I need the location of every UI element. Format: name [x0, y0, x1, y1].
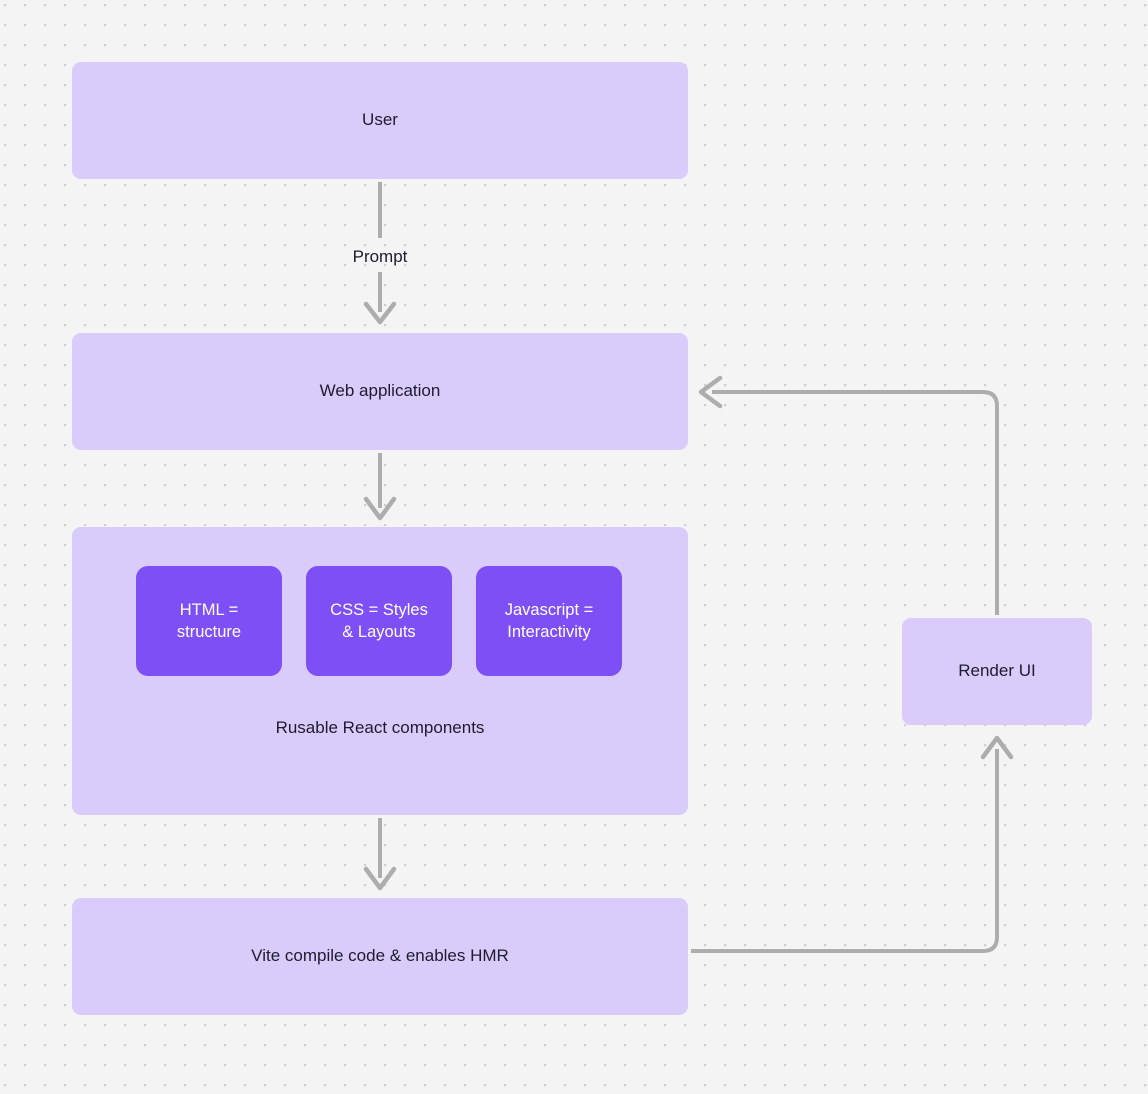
node-css-styles-layouts[interactable]: CSS = Styles & Layouts [306, 566, 452, 676]
edge-webapp-to-components [363, 453, 397, 521]
chip-line-1: CSS = Styles [330, 600, 428, 619]
chip-line-1: HTML = [179, 600, 239, 619]
edge-render-to-webapp [698, 375, 999, 615]
chip-line-2: Interactivity [507, 623, 591, 641]
node-react-components-group[interactable]: HTML = structure CSS = Styles & Layouts … [72, 527, 688, 815]
node-user[interactable]: User [72, 62, 688, 179]
chip-line-2: structure [176, 623, 242, 641]
node-vite-compile[interactable]: Vite compile code & enables HMR [72, 898, 688, 1015]
chip-line-1: Javascript = [504, 600, 594, 619]
node-javascript-interactivity[interactable]: Javascript = Interactivity [476, 566, 622, 676]
node-render-ui[interactable]: Render UI [902, 618, 1092, 725]
edge-components-to-vite [363, 818, 397, 891]
component-chip-row: HTML = structure CSS = Styles & Layouts … [136, 566, 624, 676]
edge-label-prompt: Prompt [352, 247, 408, 266]
node-web-application[interactable]: Web application [72, 333, 688, 450]
chip-line-2: & Layouts [342, 623, 416, 641]
components-group-caption: Rusable React components [275, 718, 485, 737]
edge-vite-to-render [691, 735, 1014, 953]
node-html-structure[interactable]: HTML = structure [136, 566, 282, 676]
